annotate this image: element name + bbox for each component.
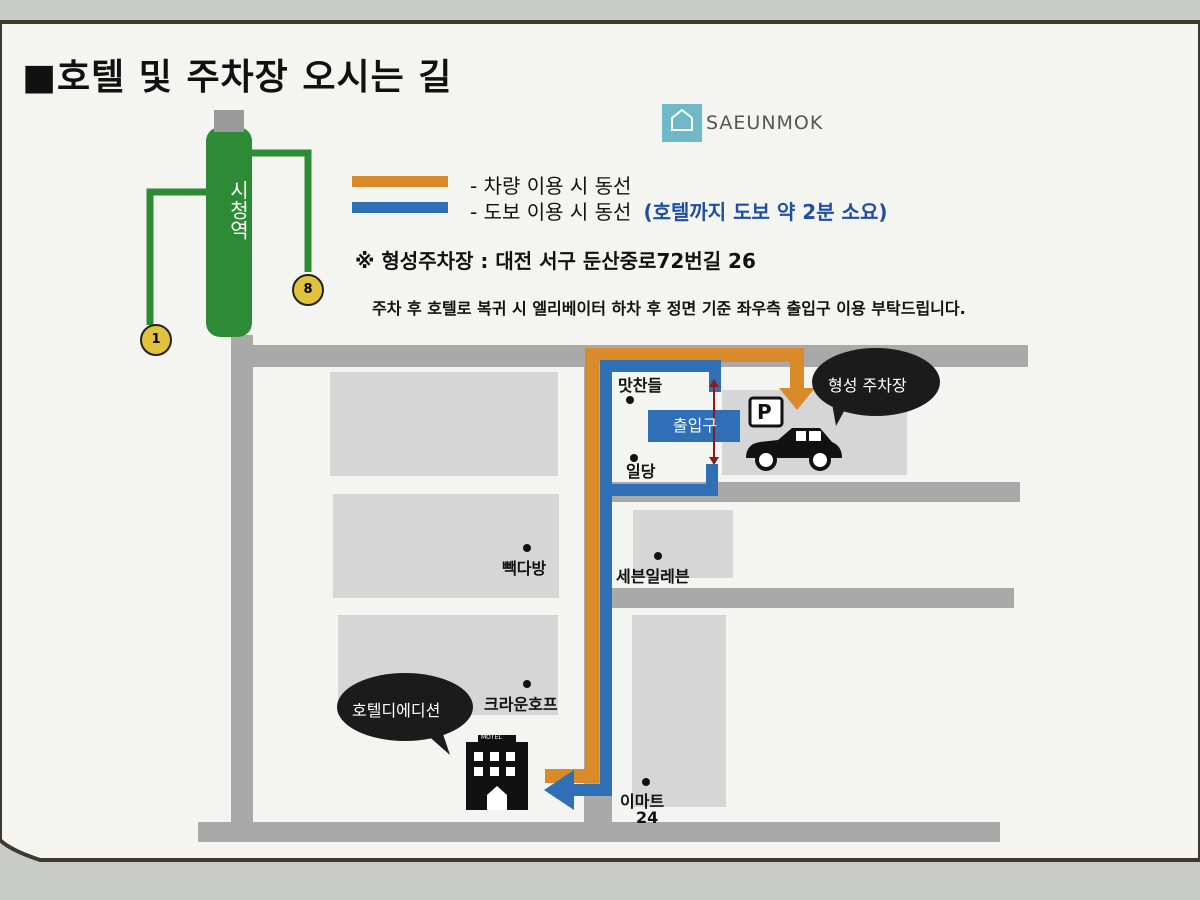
exit-1-badge <box>140 324 172 356</box>
road-right-2 <box>612 588 1014 608</box>
hotel-building-icon <box>466 735 528 810</box>
hotel-bubble-text: 호텔디에디션 <box>352 701 441 720</box>
road-bottom <box>198 822 1000 842</box>
parking-bubble <box>812 348 940 426</box>
parking-sign-label: P <box>757 400 772 424</box>
exit-8-label: 8 <box>303 282 313 297</box>
poi-dot <box>626 396 634 404</box>
walk-route-arrow <box>544 770 574 810</box>
legend-car-swatch <box>352 176 448 187</box>
poi-dot <box>523 680 531 688</box>
poi-ildang: 일당 <box>626 462 656 481</box>
page-title: ■호텔 및 주차장 오시는 길 <box>22 57 453 98</box>
car-route-arrow <box>779 388 815 410</box>
parking-bubble-text: 형성 주차장 <box>828 376 907 395</box>
exit-1-label: 1 <box>151 332 161 347</box>
motel-sign-label: MOTEL <box>481 734 502 741</box>
car-route <box>545 348 804 783</box>
legend-walk-label: - 도보 이용 시 동선 <box>470 200 632 224</box>
block <box>333 494 559 598</box>
exit-8-badge <box>292 274 324 306</box>
return-notice: 주차 후 호텔로 복귀 시 엘리베이터 하차 후 정면 기준 좌우측 출입구 이… <box>372 299 966 318</box>
poi-seven-eleven: 세븐일레븐 <box>616 567 690 586</box>
poi-dot <box>642 778 650 786</box>
road-left-vertical <box>231 335 253 832</box>
poi-matchandle: 맛찬들 <box>618 376 663 395</box>
legend-walk-note: (호텔까지 도보 약 2분 소요) <box>643 200 888 224</box>
car-icon <box>746 428 842 471</box>
poi-dots <box>523 396 662 786</box>
station-bar <box>206 127 252 337</box>
block <box>632 615 726 807</box>
poi-ppekdabang: 빽다방 <box>502 559 547 578</box>
entrance-label: 출입구 <box>672 416 718 435</box>
station-label: 시청역 <box>226 180 250 240</box>
legend-walk-row: - 도보 이용 시 동선 (호텔까지 도보 약 2분 소요) <box>470 196 888 225</box>
parking-address: ※ 형성주차장 : 대전 서구 둔산중로72번길 26 <box>355 249 756 273</box>
station-top <box>214 110 244 132</box>
poi-emart24-line2: 24 <box>636 808 659 827</box>
poi-dot <box>523 544 531 552</box>
poi-crown-hof: 크라운호프 <box>484 695 558 714</box>
block <box>330 372 558 476</box>
parking-sign-icon <box>748 396 784 428</box>
poi-emart24-line1: 이마트 <box>620 792 665 811</box>
legend-walk-swatch <box>352 202 448 213</box>
hotel-bubble <box>337 673 473 755</box>
legend-car-label: - 차량 이용 시 동선 <box>470 174 632 198</box>
entrance-box <box>648 410 740 442</box>
subway-line <box>146 149 312 325</box>
walk-route <box>570 360 721 796</box>
poi-dot <box>654 552 662 560</box>
brand-name: SAEUNMOK <box>706 112 824 134</box>
block <box>633 510 733 578</box>
poi-dot <box>630 454 638 462</box>
